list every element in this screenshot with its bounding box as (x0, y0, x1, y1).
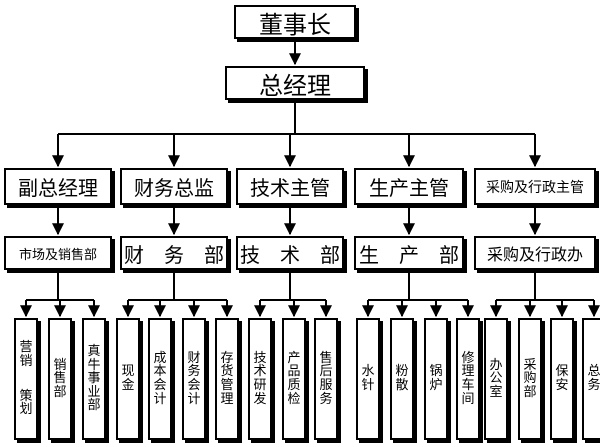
team-label-3-2-0: 锅炉 (429, 364, 443, 393)
team-label-4-1-0: 采购部 (523, 357, 537, 400)
department-unit-1: 财 务 部 (120, 236, 228, 270)
team-label-3-1-0: 粉散 (395, 364, 409, 393)
chairman-box: 董事长 (234, 5, 356, 39)
department-head-4-label: 采购及行政主管 (486, 179, 584, 196)
department-head-0: 副总经理 (4, 168, 112, 205)
team-label-3-0-0: 水针 (361, 364, 375, 393)
team-label-1-3-0: 存货管理 (220, 350, 234, 407)
general-manager-box: 总经理 (225, 66, 365, 100)
team-box-0-2: 真牛事业部 (82, 318, 106, 440)
team-box-2-2: 售后服务 (314, 318, 338, 440)
department-head-1: 财务总监 (120, 168, 228, 205)
department-head-2-label: 技术主管 (250, 176, 330, 200)
team-box-1-2: 财务会计 (182, 318, 206, 440)
team-label-0-2-0: 真牛事业部 (87, 343, 101, 414)
department-unit-2-label: 技 术 部 (240, 242, 340, 267)
team-box-3-1: 粉散 (390, 318, 414, 440)
department-unit-1-label: 财 务 部 (124, 242, 224, 267)
team-label-3-3-0: 修理车间 (461, 350, 475, 407)
team-box-1-0: 现金 (116, 318, 140, 440)
team-label-2-2-0: 售后服务 (319, 350, 333, 407)
department-head-1-label: 财务总监 (134, 176, 214, 200)
department-unit-4-label: 采购及行政办 (486, 245, 583, 264)
team-label-0-0-0: 营销 (19, 340, 33, 369)
department-unit-2: 技 术 部 (236, 236, 344, 270)
department-head-3-label: 生产主管 (369, 176, 449, 200)
team-box-4-2: 保安 (550, 318, 574, 440)
general-manager-box-label: 总经理 (259, 71, 331, 100)
department-unit-3-label: 生 产 部 (359, 242, 459, 267)
department-head-2: 技术主管 (236, 168, 344, 205)
department-head-3: 生产主管 (354, 168, 464, 205)
chairman-box-label: 董事长 (259, 10, 331, 39)
team-label-2-0-0: 技术研发 (253, 350, 267, 407)
team-label-4-2-0: 保安 (555, 364, 569, 393)
department-unit-0: 市场及销售部 (4, 236, 112, 270)
team-box-1-1: 成本会计 (148, 318, 172, 440)
team-label-2-1-0: 产品质检 (287, 350, 301, 407)
department-head-0-label: 副总经理 (18, 176, 98, 200)
team-box-1-3: 存货管理 (215, 318, 239, 440)
team-box-4-0: 办公室 (484, 318, 508, 440)
department-head-4: 采购及行政主管 (474, 168, 596, 205)
team-label-1-1-0: 成本会计 (153, 350, 167, 407)
team-box-3-0: 水针 (356, 318, 380, 440)
department-unit-4: 采购及行政办 (474, 236, 596, 270)
team-box-2-1: 产品质检 (282, 318, 306, 440)
team-label-1-0-0: 现金 (121, 364, 135, 393)
department-unit-0-label: 市场及销售部 (18, 247, 97, 263)
team-label-0-1-0: 销售部 (53, 357, 67, 400)
team-label-4-3-0: 总务 (587, 364, 600, 393)
team-box-0-1: 销售部 (48, 318, 72, 440)
team-label-1-2-0: 财务会计 (187, 350, 201, 407)
team-box-3-3: 修理车间 (456, 318, 480, 440)
department-unit-3: 生 产 部 (354, 236, 464, 270)
team-label-0-0-1: 策划 (19, 388, 33, 418)
team-box-4-3: 总务 (582, 318, 600, 440)
team-box-3-2: 锅炉 (424, 318, 448, 440)
team-box-0-0: 营销策划 (14, 318, 38, 440)
team-label-4-0-0: 办公室 (489, 357, 503, 400)
team-box-4-1: 采购部 (518, 318, 542, 440)
team-box-2-0: 技术研发 (248, 318, 272, 440)
